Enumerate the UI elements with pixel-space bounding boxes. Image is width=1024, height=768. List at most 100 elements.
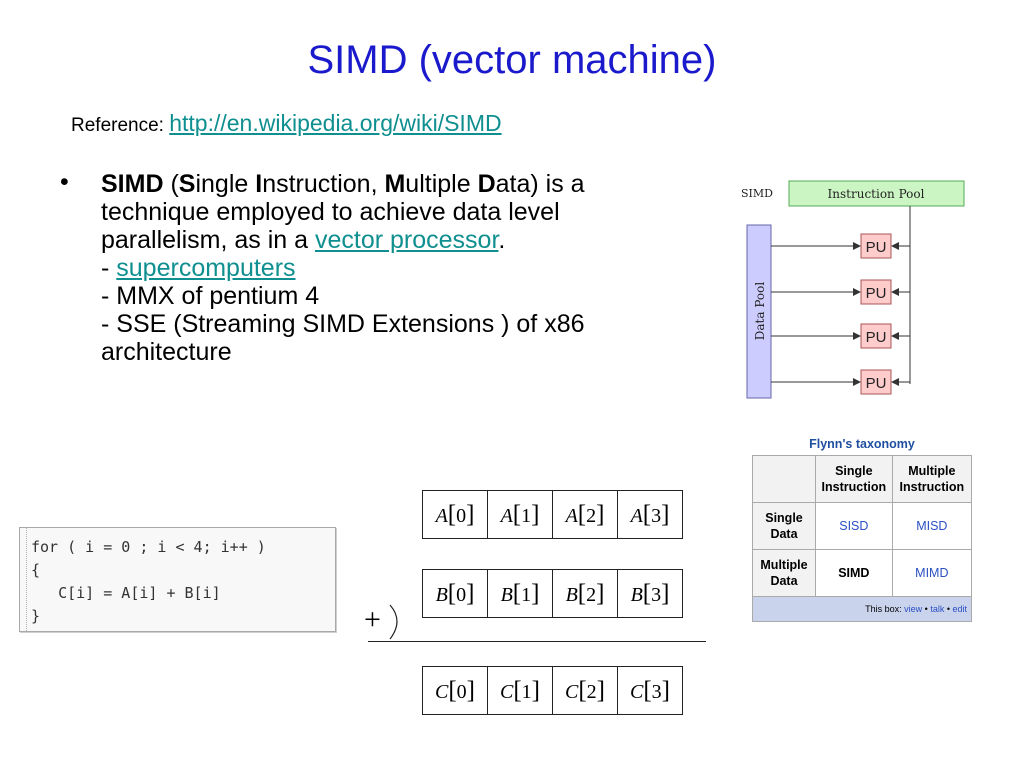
code-line: for ( i = 0 ; i < 4; i++ ) bbox=[31, 538, 266, 556]
simd-term: SIMD bbox=[101, 170, 164, 198]
array-index: 2 bbox=[586, 584, 597, 606]
array-var: A bbox=[435, 505, 448, 527]
reference-link[interactable]: http://en.wikipedia.org/wiki/SIMD bbox=[169, 110, 502, 136]
array-cell: C[3] bbox=[617, 667, 682, 714]
footer-sep: • bbox=[922, 604, 931, 614]
acronym-letter: I bbox=[255, 170, 263, 198]
pu-row-4: PU bbox=[771, 369, 910, 395]
array-var: C bbox=[565, 681, 579, 703]
array-var: B bbox=[630, 584, 643, 606]
acronym-letter: D bbox=[477, 170, 496, 198]
instruction-pool-box bbox=[788, 180, 965, 207]
pu-row-1: PU bbox=[771, 233, 910, 259]
code-snippet: for ( i = 0 ; i < 4; i++ ) { C[i] = A[i]… bbox=[19, 527, 336, 632]
pu-box bbox=[860, 279, 892, 305]
text-span: - bbox=[101, 254, 117, 282]
array-var: B bbox=[565, 584, 578, 606]
bracket: ] bbox=[596, 677, 605, 704]
array-index: 0 bbox=[456, 681, 467, 703]
bracket: ] bbox=[531, 501, 540, 528]
array-index: 2 bbox=[586, 681, 597, 703]
array-var: B bbox=[500, 584, 513, 606]
array-cell: A[1] bbox=[487, 491, 552, 538]
array-index: 0 bbox=[456, 505, 467, 527]
array-index: 1 bbox=[521, 505, 532, 527]
array-var: A bbox=[630, 505, 643, 527]
bracket: [ bbox=[642, 580, 652, 607]
instruction-pool-label: Instruction Pool bbox=[828, 187, 925, 201]
cell-mimd[interactable]: MIMD bbox=[891, 549, 973, 597]
bracket: ] bbox=[596, 501, 605, 528]
vector-processor-link[interactable]: vector processor bbox=[314, 226, 499, 254]
array-var: C bbox=[435, 681, 449, 703]
bracket: ] bbox=[466, 580, 475, 607]
array-var: A bbox=[500, 505, 513, 527]
array-cell: C[1] bbox=[487, 667, 552, 714]
array-cell: A[0] bbox=[423, 491, 487, 538]
bracket: [ bbox=[577, 501, 587, 528]
pu-label: PU bbox=[866, 375, 887, 392]
flynn-taxonomy-box: Flynn's taxonomy Single Instruction Mult… bbox=[752, 437, 973, 622]
footer-sep: • bbox=[944, 604, 953, 614]
array-cell: A[2] bbox=[552, 491, 617, 538]
array-var: C bbox=[500, 681, 514, 703]
supercomputers-link[interactable]: supercomputers bbox=[116, 254, 296, 282]
reference-line: Reference: http://en.wikipedia.org/wiki/… bbox=[71, 110, 502, 137]
array-cell: C[2] bbox=[552, 667, 617, 714]
plus-bracket-curve bbox=[389, 604, 398, 640]
bracket: ] bbox=[661, 501, 670, 528]
table-corner bbox=[752, 455, 816, 503]
bullet-text: SIMD (Single Instruction, Multiple Data)… bbox=[101, 170, 681, 366]
acronym-letter: S bbox=[178, 170, 196, 198]
pu-row-2: PU bbox=[771, 279, 910, 305]
plus-sign: + bbox=[364, 603, 381, 636]
text-span: . bbox=[498, 226, 506, 254]
acronym-letter: M bbox=[384, 170, 406, 198]
array-cell: C[0] bbox=[423, 667, 487, 714]
array-index: 0 bbox=[456, 584, 467, 606]
array-index: 1 bbox=[521, 584, 532, 606]
cell-misd[interactable]: MISD bbox=[891, 502, 973, 550]
text-span: ( bbox=[163, 170, 179, 198]
pu-box bbox=[860, 369, 892, 395]
pu-box bbox=[860, 323, 892, 349]
code-line: C[i] = A[i] + B[i] bbox=[31, 584, 221, 602]
cell-simd: SIMD bbox=[815, 549, 893, 597]
data-pool-label: Data Pool bbox=[753, 282, 767, 341]
bracket: [ bbox=[512, 501, 522, 528]
footer-view-link[interactable]: view bbox=[904, 604, 923, 614]
array-index: 1 bbox=[521, 681, 532, 703]
bracket: [ bbox=[447, 580, 457, 607]
array-var: C bbox=[630, 681, 644, 703]
bracket: [ bbox=[577, 580, 587, 607]
bracket: [ bbox=[513, 677, 522, 704]
code-line: } bbox=[31, 607, 41, 625]
bracket: [ bbox=[642, 501, 652, 528]
text-span: nstruction, bbox=[262, 170, 385, 198]
slide-title: SIMD (vector machine) bbox=[307, 38, 717, 82]
footer-talk-link[interactable]: talk bbox=[930, 604, 945, 614]
bracket: ] bbox=[596, 580, 605, 607]
text-span: ultiple bbox=[405, 170, 478, 198]
bracket: ] bbox=[661, 677, 670, 704]
array-cell: B[0] bbox=[423, 570, 487, 617]
row-header-multiple-data: Multiple Data bbox=[752, 549, 816, 597]
code-line: { bbox=[31, 561, 41, 579]
array-cell: A[3] bbox=[617, 491, 682, 538]
simd-diagram-label: SIMD bbox=[741, 187, 773, 200]
navbox-footer: This box: view • talk • edit bbox=[752, 596, 972, 622]
simd-diagram: SIMD Instruction Pool Data Pool PU PU PU… bbox=[741, 180, 965, 399]
bracket: [ bbox=[448, 677, 457, 704]
cell-sisd[interactable]: SISD bbox=[815, 502, 893, 550]
bracket: ] bbox=[531, 677, 540, 704]
footer-edit-link[interactable]: edit bbox=[952, 604, 967, 614]
code-gutter bbox=[20, 528, 27, 631]
array-index: 3 bbox=[651, 584, 662, 606]
code-text: for ( i = 0 ; i < 4; i++ ) { C[i] = A[i]… bbox=[31, 536, 266, 628]
col-header-multiple-instruction: Multiple Instruction bbox=[891, 455, 973, 503]
array-var: A bbox=[565, 505, 578, 527]
bracket: ] bbox=[531, 580, 540, 607]
pu-row-3: PU bbox=[771, 323, 910, 349]
array-index: 3 bbox=[651, 505, 662, 527]
flynn-caption[interactable]: Flynn's taxonomy bbox=[809, 437, 915, 451]
